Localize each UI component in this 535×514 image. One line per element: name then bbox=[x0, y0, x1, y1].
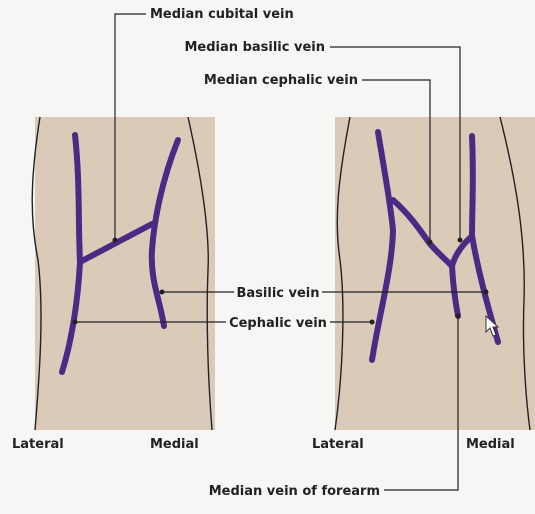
dot-cephalic-left bbox=[72, 319, 78, 325]
label-median-cubital-vein: Median cubital vein bbox=[150, 7, 294, 22]
label-left-medial: Medial bbox=[150, 437, 199, 452]
leader-median-cephalic bbox=[362, 79, 431, 242]
left-arm-lateral-edge bbox=[31, 116, 42, 431]
dot-cephalic-right bbox=[369, 319, 375, 325]
label-cephalic-vein: Cephalic vein bbox=[229, 316, 327, 331]
right-arm-lateral-edge bbox=[334, 116, 351, 431]
dot-basilic-left bbox=[159, 289, 165, 295]
mouse-pointer-icon bbox=[485, 314, 500, 337]
left-arm-medial-edge bbox=[187, 116, 213, 431]
dot-median-forearm bbox=[455, 313, 461, 319]
dot-basilic-right bbox=[483, 289, 489, 295]
label-right-lateral: Lateral bbox=[312, 437, 364, 452]
label-median-basilic-vein: Median basilic vein bbox=[185, 40, 326, 55]
label-basilic-vein: Basilic vein bbox=[236, 286, 319, 301]
left-arm-skin bbox=[35, 117, 215, 430]
leader-median-forearm bbox=[384, 316, 459, 491]
label-right-medial: Medial bbox=[466, 437, 515, 452]
right-arm-medial-edge bbox=[499, 116, 531, 431]
dot-median-cephalic bbox=[427, 239, 433, 245]
label-median-cephalic-vein: Median cephalic vein bbox=[204, 73, 358, 88]
leader-median-basilic bbox=[330, 46, 461, 240]
dot-median-cubital bbox=[112, 237, 118, 243]
left-median-cubital-vein bbox=[77, 221, 155, 265]
leader-median-cubital bbox=[114, 13, 146, 240]
label-left-lateral: Lateral bbox=[12, 437, 64, 452]
right-cephalic-vein bbox=[369, 129, 396, 363]
label-median-vein-of-forearm: Median vein of forearm bbox=[209, 484, 380, 499]
dot-median-basilic bbox=[457, 237, 463, 243]
right-arm-skin bbox=[335, 117, 535, 430]
left-basilic-vein bbox=[148, 137, 181, 329]
